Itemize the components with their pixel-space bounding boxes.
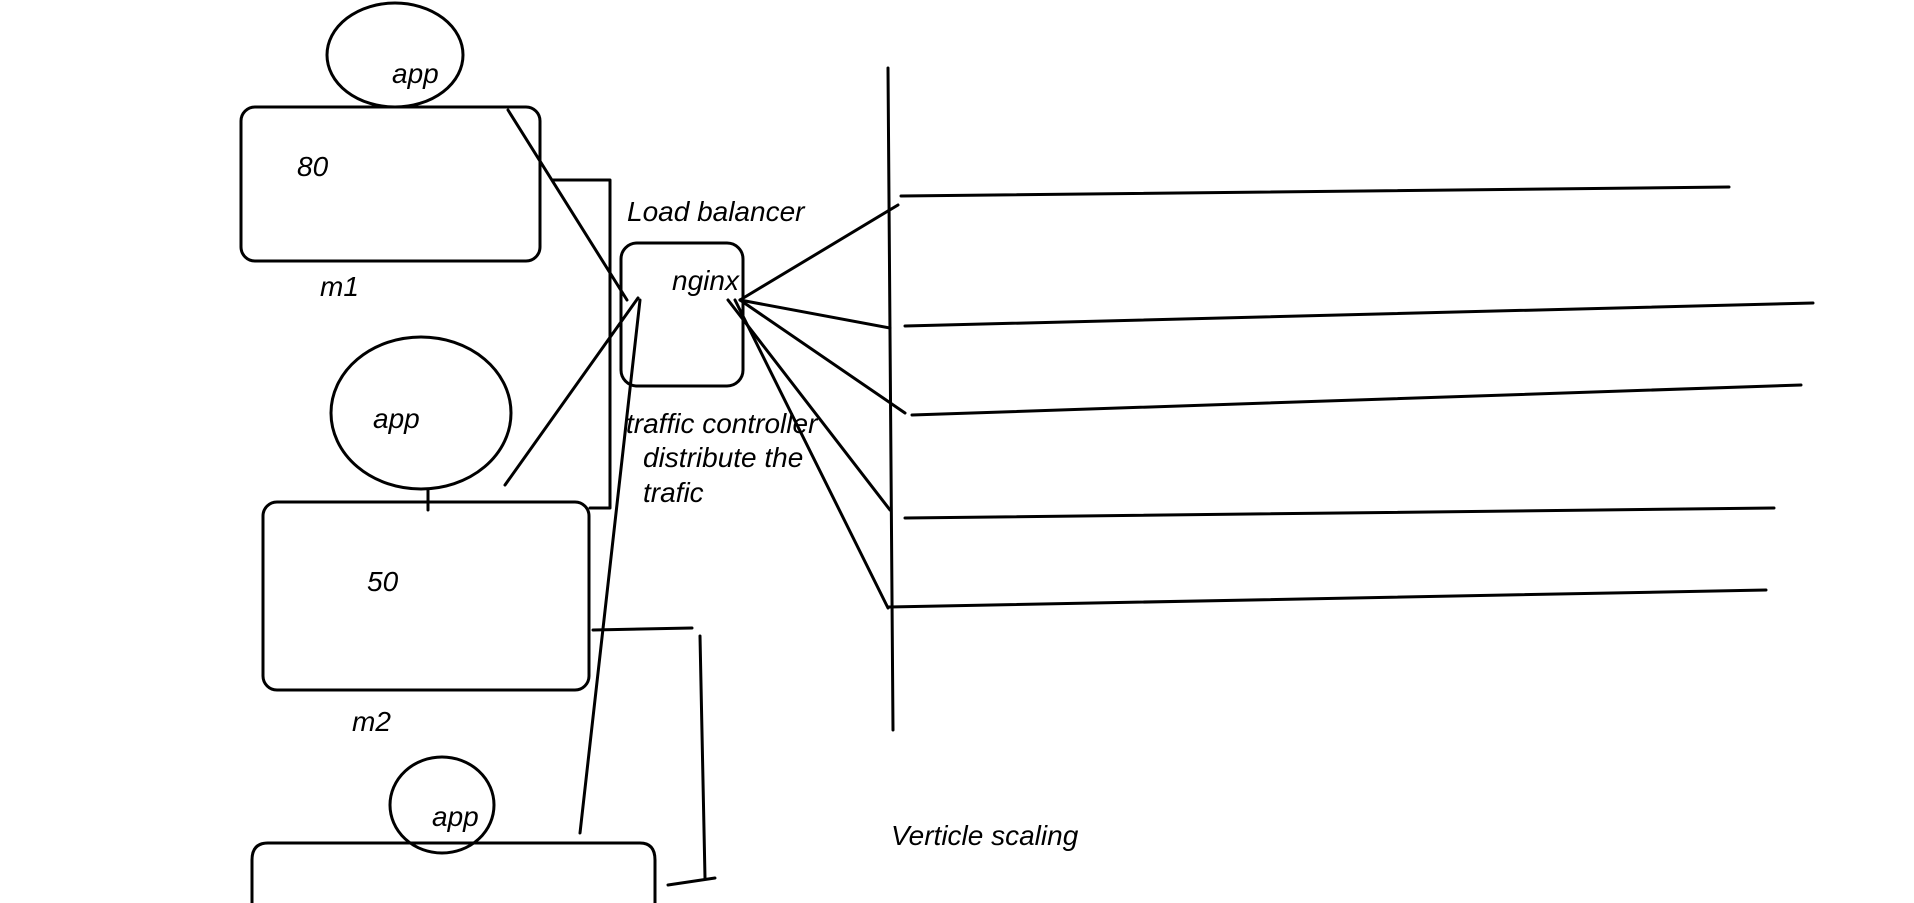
- server-value-m2: 50: [367, 566, 399, 597]
- machine-m2: app 50 m2: [261, 335, 591, 737]
- load-balancer: Load balancer nginx traffic controller d…: [619, 196, 819, 508]
- caption-verticle-scaling: Verticle scaling: [891, 820, 1079, 851]
- fan-line-3: [738, 298, 907, 415]
- machine-m3: app: [250, 755, 657, 903]
- app-circle-m2: [329, 335, 513, 491]
- traffic-line-2: [903, 301, 1815, 328]
- link-m1-to-nginx: [506, 108, 629, 302]
- app-label-m1: app: [392, 58, 439, 89]
- fan-line-5: [733, 298, 890, 610]
- bracket-m1-m2: [551, 178, 612, 510]
- server-box-m1: [239, 105, 542, 263]
- app-label-m3: app: [432, 801, 479, 832]
- traffic-lines: [886, 185, 1815, 609]
- fan-line-1: [738, 203, 900, 302]
- traffic-line-5: [886, 588, 1768, 609]
- traffic-line-3: [910, 383, 1803, 417]
- app-circle-m1: [325, 1, 465, 109]
- server-value-m1: 80: [297, 151, 329, 182]
- traffic-line-4: [903, 506, 1776, 520]
- load-balancer-note-line-3: trafic: [643, 477, 704, 508]
- link-m3-to-nginx: [578, 298, 642, 835]
- traffic-line-1: [899, 185, 1731, 198]
- machine-m1: app 80 m1: [239, 1, 542, 302]
- app-circle-m3: [388, 755, 496, 855]
- vertical-divider: [886, 66, 895, 732]
- load-balancer-note-line-1: traffic controller: [626, 408, 819, 439]
- link-m2-to-nginx: [503, 296, 640, 487]
- machine-name-m1: m1: [320, 271, 359, 302]
- bracket-m2-m3-top: [591, 626, 694, 632]
- app-label-m2: app: [373, 403, 420, 434]
- bracket-m2-m3-bottom: [666, 876, 717, 887]
- nginx-fan-out: [726, 203, 907, 610]
- fan-line-2: [738, 298, 892, 330]
- machine-name-m2: m2: [352, 706, 391, 737]
- server-box-m2: [261, 500, 591, 692]
- load-balancer-title: Load balancer: [627, 196, 806, 227]
- nginx-label: nginx: [672, 265, 740, 296]
- load-balancer-note-line-2: distribute the: [643, 442, 803, 473]
- bracket-m2-m3-vertical: [698, 634, 707, 880]
- server-box-m3: [250, 841, 657, 903]
- fan-line-4: [726, 298, 892, 512]
